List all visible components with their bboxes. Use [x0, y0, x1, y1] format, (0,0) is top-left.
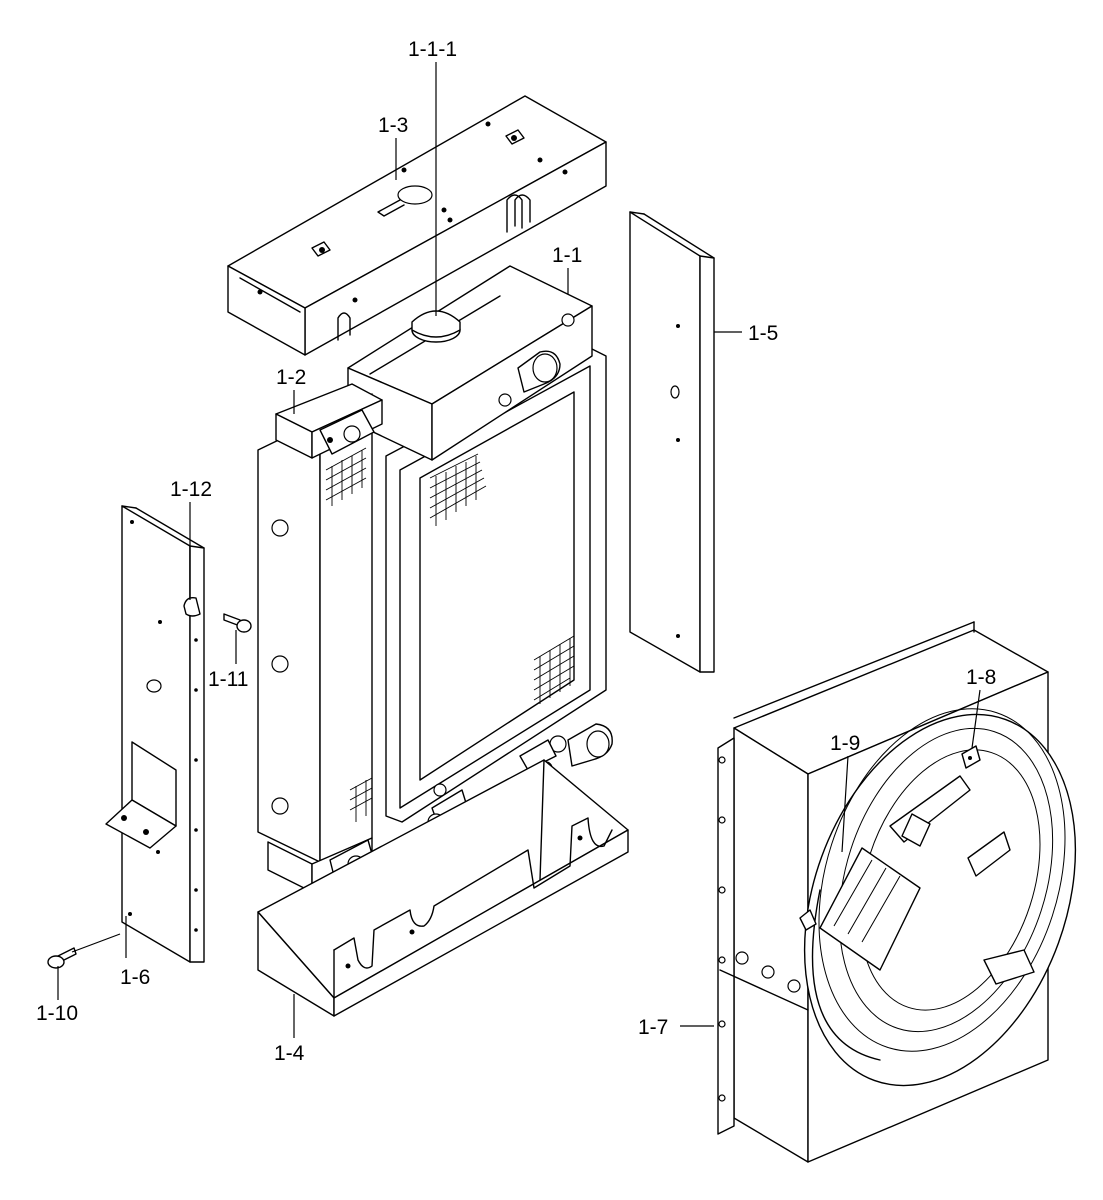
leader-lines [57, 62, 981, 1038]
label-1-5: 1-5 [748, 322, 778, 345]
side-plate-icon [105, 505, 205, 963]
radiator-core-icon [347, 265, 613, 831]
label-1-1: 1-1 [552, 244, 582, 267]
label-1-4: 1-4 [274, 1042, 305, 1065]
label-1-2: 1-2 [276, 366, 306, 389]
label-1-11: 1-11 [208, 668, 248, 691]
label-1-6: 1-6 [120, 966, 150, 989]
oil-cooler-icon [257, 383, 383, 893]
bottom-tray-icon [257, 759, 629, 1017]
top-shroud-bracket-icon [227, 95, 607, 356]
radiator-cap-icon [411, 310, 461, 343]
side-plate-icon [629, 211, 715, 673]
label-1-12: 1-12 [170, 478, 212, 501]
fan-guard-icon [799, 708, 1066, 1052]
label-1-9: 1-9 [830, 732, 860, 755]
bolt-icon [47, 947, 77, 969]
label-1-7: 1-7 [638, 1016, 668, 1039]
label-1-1-1: 1-1-1 [408, 38, 457, 61]
fan-shroud-icon [717, 621, 1077, 1163]
bolt-icon [223, 613, 252, 633]
label-1-10: 1-10 [36, 1002, 78, 1025]
label-1-3: 1-3 [378, 114, 408, 137]
label-1-8: 1-8 [966, 666, 996, 689]
